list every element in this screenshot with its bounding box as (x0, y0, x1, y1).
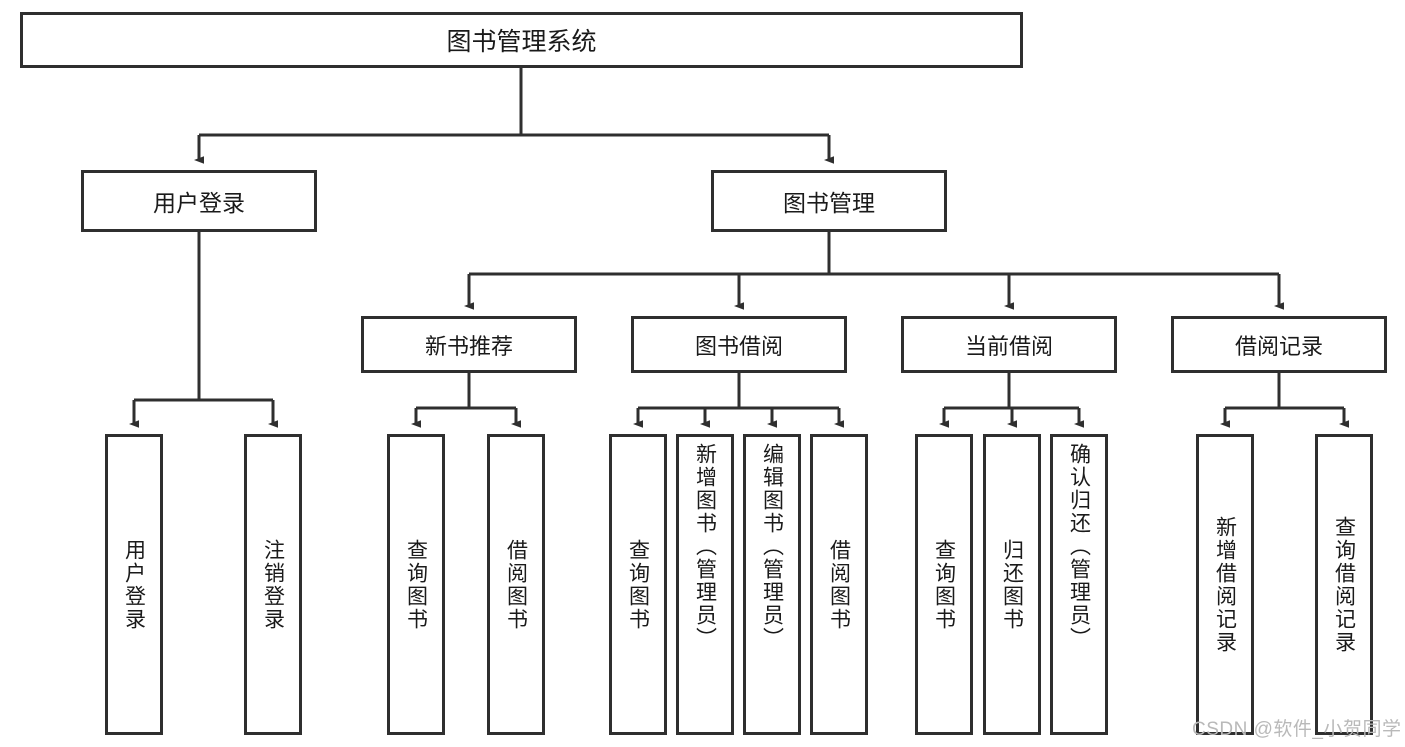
leaf-node[interactable]: 注销登录 (244, 434, 302, 735)
leaf-node[interactable]: 借阅图书 (487, 434, 545, 735)
leaf-label: 查询图书 (404, 538, 428, 631)
leaf-node[interactable]: 确认归还（管理员） (1050, 434, 1108, 735)
leaf-node[interactable]: 查询图书 (915, 434, 973, 735)
leaf-node[interactable]: 编辑图书（管理员） (743, 434, 801, 735)
node-book-management-label: 图书管理 (783, 190, 875, 216)
leaf-node[interactable]: 借阅图书 (810, 434, 868, 735)
node-current-borrow[interactable]: 当前借阅 (901, 316, 1117, 373)
leaf-label: 用户登录 (122, 538, 146, 631)
leaf-label: 借阅图书 (504, 538, 528, 631)
node-book-borrow[interactable]: 图书借阅 (631, 316, 847, 373)
leaf-label: 查询图书 (626, 538, 650, 631)
leaf-node[interactable]: 新增借阅记录 (1196, 434, 1254, 735)
leaf-label: 查询图书 (932, 538, 956, 631)
leaf-node[interactable]: 新增图书（管理员） (676, 434, 734, 735)
leaf-label: 归还图书 (1000, 538, 1024, 631)
node-borrow-record[interactable]: 借阅记录 (1171, 316, 1387, 373)
leaf-node[interactable]: 用户登录 (105, 434, 163, 735)
leaf-label: 新增图书（管理员） (693, 443, 717, 650)
node-new-book-recommend[interactable]: 新书推荐 (361, 316, 577, 373)
node-book-management[interactable]: 图书管理 (711, 170, 947, 232)
node-borrow-record-label: 借阅记录 (1234, 333, 1323, 359)
node-current-borrow-label: 当前借阅 (964, 333, 1053, 359)
leaf-label: 新增借阅记录 (1213, 515, 1237, 654)
node-user-login[interactable]: 用户登录 (81, 170, 317, 232)
leaf-label: 查询借阅记录 (1332, 515, 1356, 654)
leaf-label: 编辑图书（管理员） (760, 443, 784, 650)
node-new-book-recommend-label: 新书推荐 (424, 333, 513, 359)
leaf-label: 确认归还（管理员） (1067, 443, 1091, 650)
watermark: CSDN @软件_小贺同学 (1192, 719, 1402, 740)
leaf-node[interactable]: 查询图书 (609, 434, 667, 735)
node-root[interactable]: 图书管理系统 (20, 12, 1023, 68)
node-root-label: 图书管理系统 (446, 28, 597, 56)
leaf-node[interactable]: 查询图书 (387, 434, 445, 735)
leaf-node[interactable]: 查询借阅记录 (1315, 434, 1373, 735)
node-user-login-label: 用户登录 (153, 190, 245, 216)
node-book-borrow-label: 图书借阅 (694, 333, 783, 359)
leaf-node[interactable]: 归还图书 (983, 434, 1041, 735)
leaf-label: 注销登录 (261, 538, 285, 631)
leaf-label: 借阅图书 (827, 538, 851, 631)
